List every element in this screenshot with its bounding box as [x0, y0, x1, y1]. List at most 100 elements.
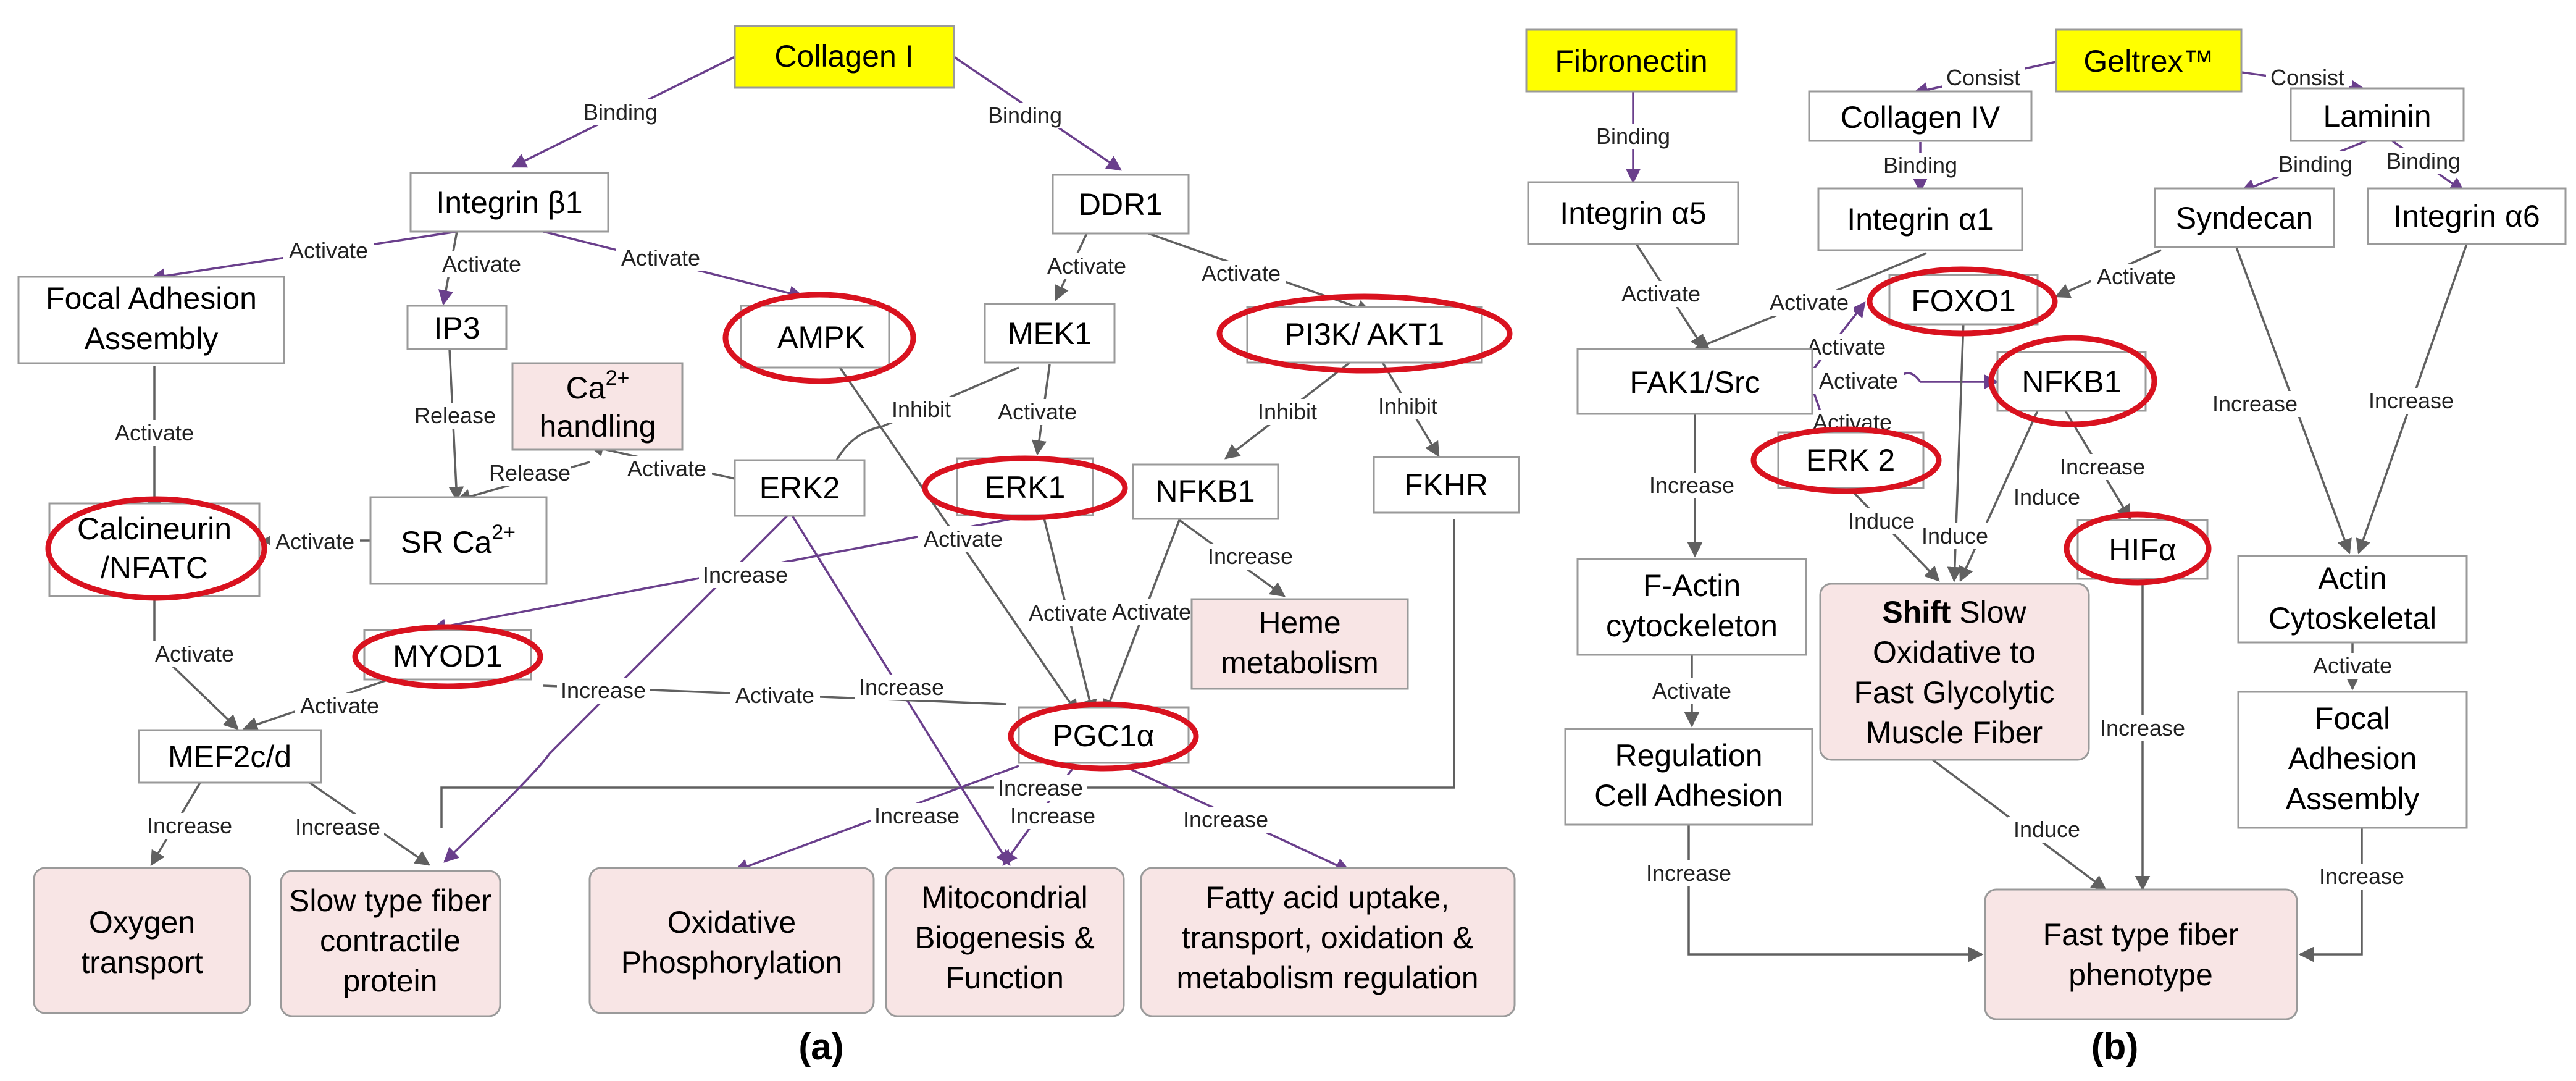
svg-text:Laminin: Laminin	[2323, 99, 2431, 133]
svg-text:Activate: Activate	[1029, 600, 1108, 626]
node-focal-adhesion-assembly[interactable]: Focal Adhesion Assembly	[2237, 691, 2468, 829]
svg-text:Fast Glycolytic: Fast Glycolytic	[1854, 675, 2054, 710]
edge-label-activate: Activate	[437, 251, 527, 277]
node-heme-metabolism[interactable]: Heme metabolism	[1190, 598, 1409, 690]
node-fak1-src[interactable]: FAK1/Src	[1576, 348, 1813, 415]
node-erk2[interactable]: ERK 2	[1777, 431, 1925, 489]
edge-label-increase: Increase	[1204, 544, 1297, 570]
edge-label-activate: Activate	[1106, 599, 1197, 625]
edge-label-induce: Induce	[1916, 523, 1994, 549]
node-fibronectin[interactable]: Fibronectin	[1525, 28, 1738, 93]
node-foxo1[interactable]: FOXO1	[1888, 274, 2039, 326]
svg-text:Increase: Increase	[703, 562, 788, 587]
edge-label-activate: Activate	[1647, 678, 1737, 704]
svg-text:Activate: Activate	[300, 693, 379, 718]
node-geltrex[interactable]: Geltrex™	[2055, 28, 2243, 93]
node-mitochondrial-biogenesis[interactable]: Mitocondrial Biogenesis & Function	[885, 867, 1125, 1017]
node-f-actin-cytoskeleton[interactable]: F-Actin cytockeleton	[1576, 558, 1807, 656]
svg-text:Increase: Increase	[1208, 544, 1293, 569]
node-integrin-a5[interactable]: Integrin α5	[1527, 181, 1739, 245]
node-pgc1a[interactable]: PGC1α	[1018, 706, 1190, 764]
highlight-ring-hifa	[2064, 511, 2212, 586]
svg-text:DDR1: DDR1	[1079, 187, 1163, 222]
edge-label-increase: Increase	[699, 562, 792, 588]
node-shift-slow-to-fast[interactable]: Shift Slow Oxidative to Fast Glycolytic …	[1819, 583, 2090, 761]
svg-text:Inhibit: Inhibit	[1378, 393, 1437, 419]
node-nfkb1[interactable]: NFKB1	[1132, 463, 1279, 520]
svg-text:Activate: Activate	[1652, 678, 1731, 704]
node-fatty-acid-regulation[interactable]: Fatty acid uptake, transport, oxidation …	[1140, 867, 1516, 1017]
svg-text:Oxygen: Oxygen	[89, 905, 195, 940]
edge-label-activate: Activate	[1764, 290, 1854, 316]
edge-label-increase: Increase	[2056, 454, 2149, 480]
node-integrin-a1[interactable]: Integrin α1	[1817, 187, 2023, 251]
edge-labels-panel-b: Binding Consist Consist Binding Binding …	[1590, 65, 2467, 890]
node-fkhr[interactable]: FKHR	[1373, 456, 1520, 514]
node-myod1[interactable]: MYOD1	[363, 629, 532, 681]
svg-text:contractile: contractile	[320, 923, 461, 958]
edge-label-activate: Activate	[2091, 264, 2181, 290]
svg-text:Cell Adhesion: Cell Adhesion	[1594, 778, 1783, 813]
svg-text:FOXO1: FOXO1	[1911, 284, 2015, 318]
node-fast-type-fiber-phenotype[interactable]: Fast type fiber phenotype	[1984, 888, 2298, 1020]
node-actin-cytoskeletal[interactable]: Actin Cytoskeletal	[2237, 555, 2468, 644]
svg-text:HIFα: HIFα	[2109, 532, 2176, 567]
edge-label-increase: Increase	[1006, 803, 1099, 829]
edge-label-inhibit: Inhibit	[887, 397, 955, 423]
node-collagen-iv[interactable]: Collagen IV	[1808, 90, 2033, 142]
svg-text:Activate: Activate	[275, 529, 354, 554]
svg-text:Increase: Increase	[874, 803, 960, 828]
node-ampk[interactable]: AMPK	[740, 305, 890, 369]
edge-label-activate: Activate	[622, 456, 712, 482]
svg-text:Increase: Increase	[2212, 391, 2298, 416]
node-collagen-i[interactable]: Collagen I	[734, 25, 955, 89]
svg-text:Increase: Increase	[2100, 715, 2185, 741]
node-erk1[interactable]: ERK1	[956, 457, 1094, 516]
edge-label-binding: Binding	[2380, 148, 2467, 174]
edge-label-release: Release	[488, 460, 571, 486]
edge-label-activate: Activate	[730, 683, 820, 709]
svg-text:Increase: Increase	[147, 813, 232, 838]
highlight-ring-pgc1a	[1008, 701, 1199, 772]
svg-text:NFKB1: NFKB1	[2022, 364, 2121, 399]
node-mek1[interactable]: MEK1	[984, 303, 1116, 364]
edge-label-binding: Binding	[2272, 151, 2359, 177]
node-calcineurin-nfatc[interactable]: Calcineurin /NFATC	[48, 502, 261, 597]
node-ca-handling[interactable]: Ca2+ handling	[511, 362, 684, 451]
node-oxidative-phosphorylation[interactable]: Oxidative Phosphorylation	[588, 867, 875, 1014]
edge-label-activate: Activate	[1023, 600, 1113, 626]
node-focal-adhesion-assembly[interactable]: Focal Adhesion Assembly	[17, 276, 285, 364]
edge-label-activate: Activate	[1196, 261, 1286, 287]
edge-label-binding: Binding	[577, 99, 664, 125]
node-integrin-a6[interactable]: Integrin α6	[2367, 187, 2567, 245]
svg-text:metabolism regulation: metabolism regulation	[1176, 961, 1478, 995]
svg-text:Slow type fiber: Slow type fiber	[289, 883, 491, 918]
node-pi3k-akt1[interactable]: PI3K/ AKT1	[1246, 306, 1483, 364]
edge-label-activate: Activate	[2307, 653, 2398, 679]
node-mef2cd[interactable]: MEF2c/d	[138, 729, 322, 784]
highlight-ring-ampk	[722, 292, 916, 384]
svg-text:PI3K/ AKT1: PI3K/ AKT1	[1285, 317, 1444, 351]
node-syndecan[interactable]: Syndecan	[2154, 187, 2335, 248]
svg-text:MEF2c/d: MEF2c/d	[168, 739, 291, 774]
edge-label-increase: Increase	[1642, 860, 1735, 886]
svg-text:protein: protein	[343, 964, 438, 998]
svg-text:Ca2+: Ca2+	[566, 366, 630, 405]
node-ddr1[interactable]: DDR1	[1052, 174, 1190, 235]
node-slow-type-fiber[interactable]: Slow type fiber contractile protein	[280, 870, 501, 1017]
edge-label-consist: Consist	[1942, 65, 2025, 91]
svg-text:Function: Function	[945, 961, 1064, 995]
node-sr-ca[interactable]: SR Ca2+	[369, 496, 548, 585]
highlight-ring-pi3k	[1216, 293, 1513, 374]
node-nfkb1[interactable]: NFKB1	[1996, 351, 2147, 412]
node-erk2[interactable]: ERK2	[734, 459, 866, 517]
node-integrin-b1[interactable]: Integrin β1	[409, 172, 609, 233]
node-ip3[interactable]: IP3	[406, 305, 508, 350]
node-hifa[interactable]: HIFα	[2076, 519, 2209, 580]
node-regulation-cell-adhesion[interactable]: Regulation Cell Adhesion	[1564, 728, 1813, 826]
edge-label-activate: Activate	[295, 693, 385, 719]
node-laminin[interactable]: Laminin	[2290, 87, 2465, 142]
svg-text:Fatty acid uptake,: Fatty acid uptake,	[1206, 880, 1450, 915]
node-oxygen-transport[interactable]: Oxygen transport	[33, 867, 251, 1014]
